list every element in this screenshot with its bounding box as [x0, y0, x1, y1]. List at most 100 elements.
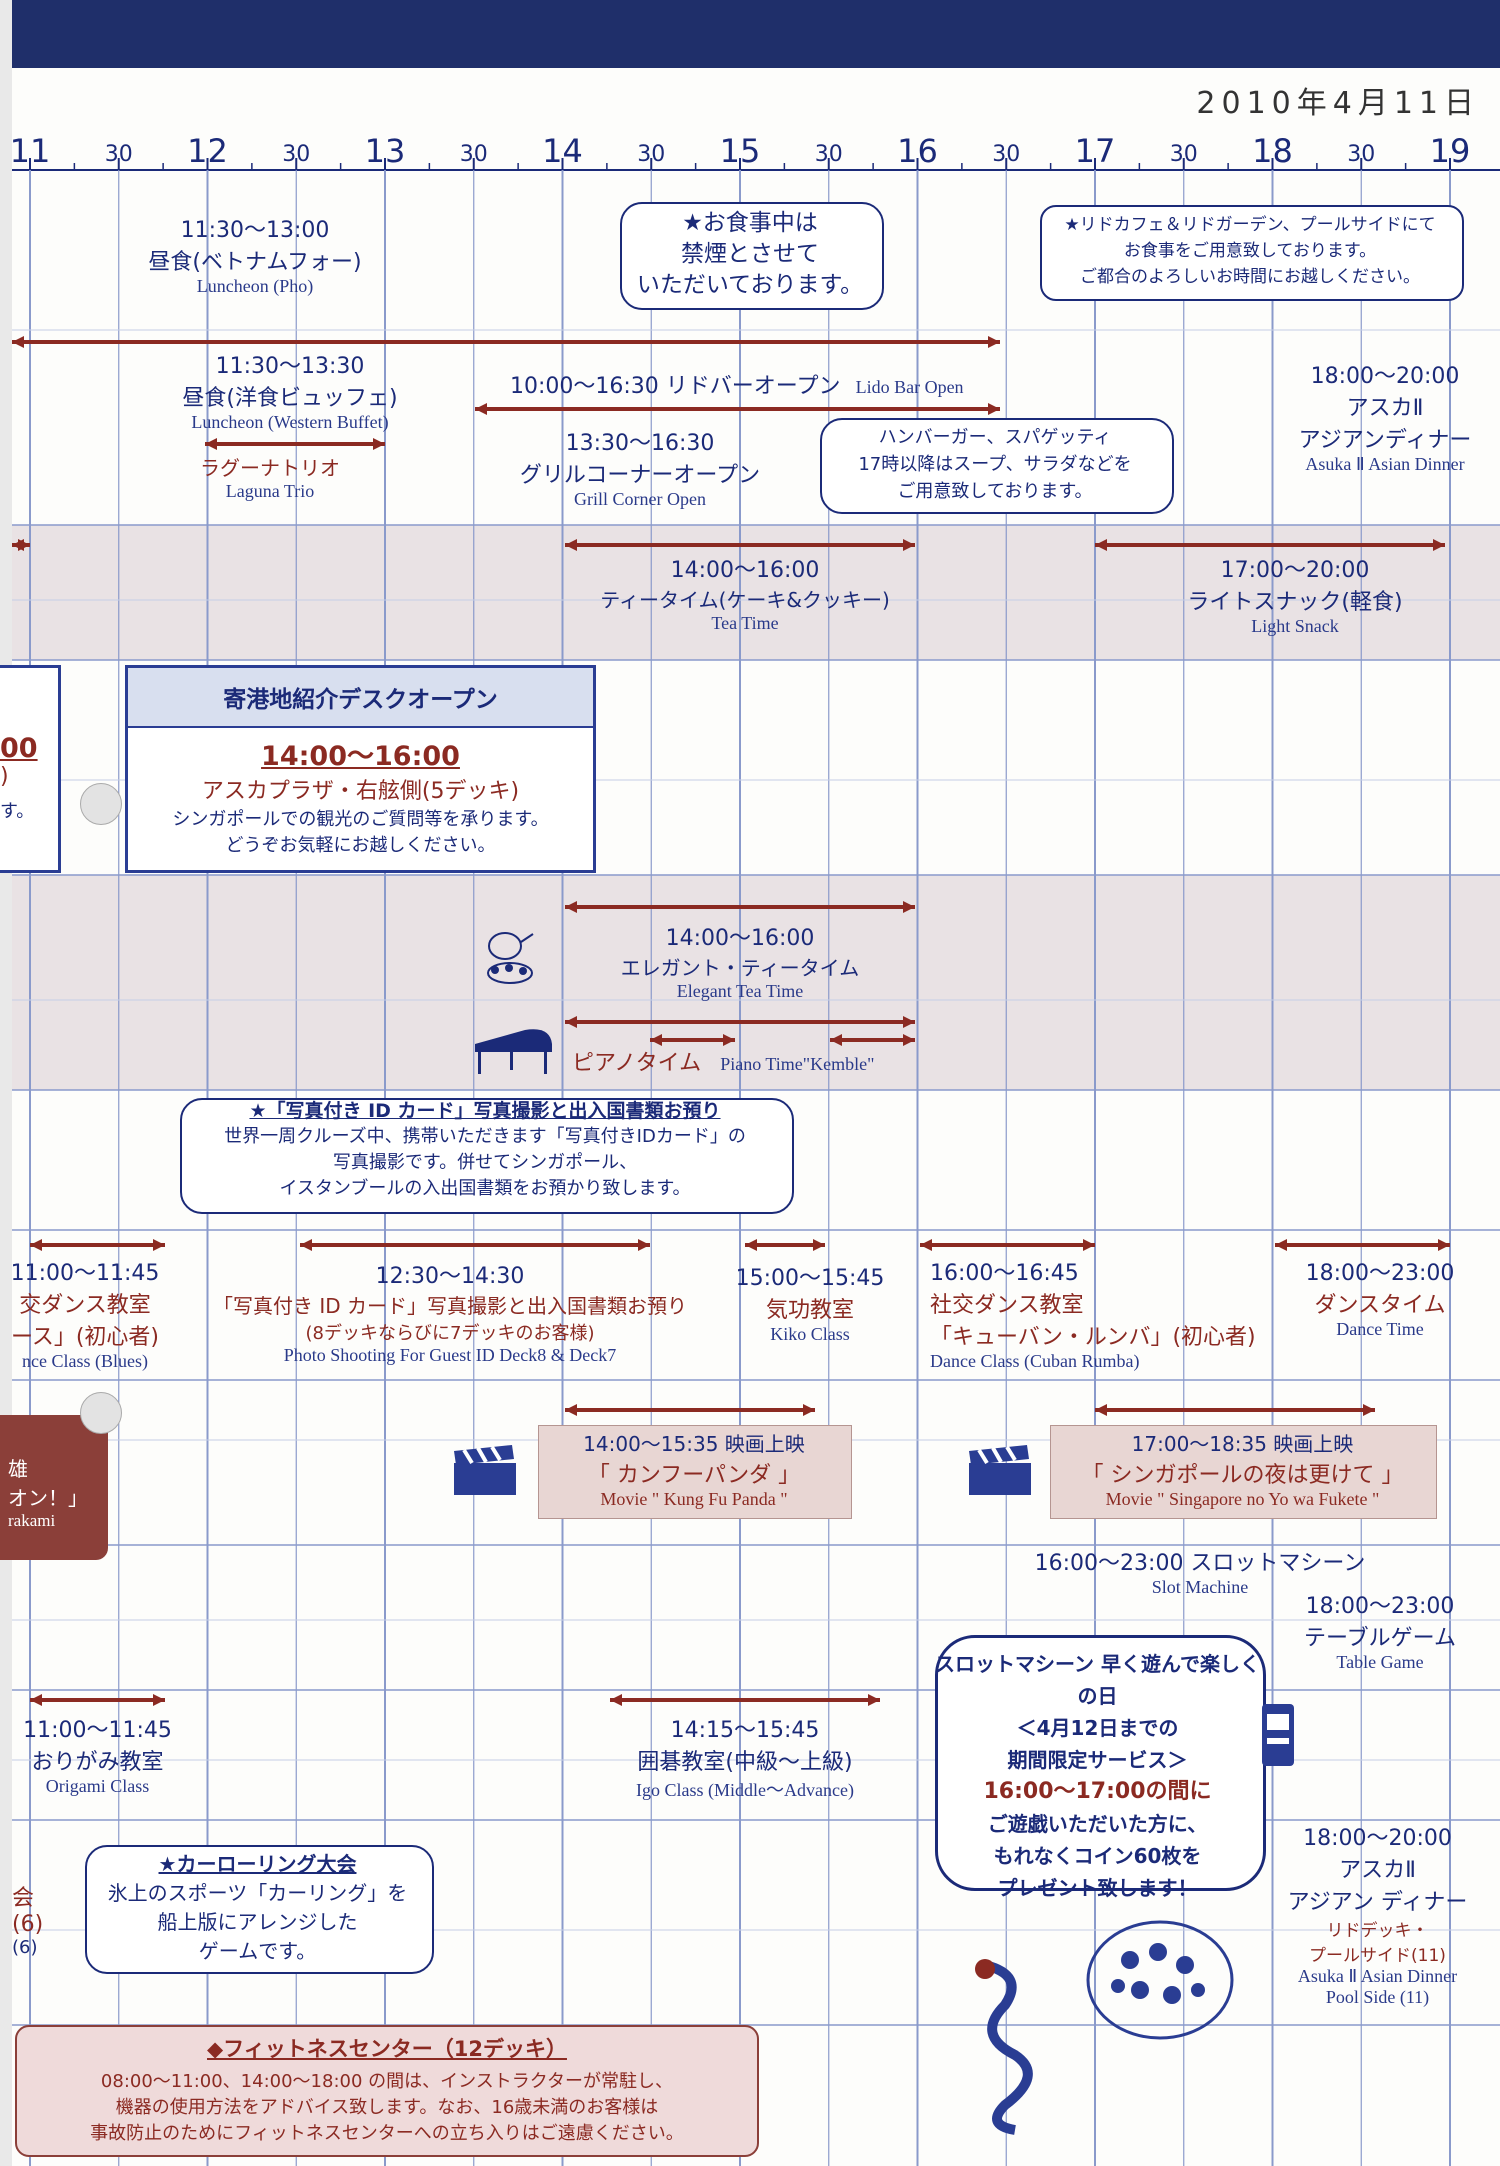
hamburger-l2: 17時以降はスープ、サラダなどを — [858, 454, 1132, 475]
movie2-time: 17:00～18:35 映画上映 — [1131, 1432, 1354, 1456]
igo-en: Igo Class (Middle～Advance) — [636, 1780, 854, 1800]
laguna-en: Laguna Trio — [225, 481, 315, 501]
movie1-en: Movie " Kung Fu Panda " — [600, 1489, 788, 1509]
lido-l1: ★リドカフェ＆リドガーデン、プールサイドにて — [1064, 215, 1436, 235]
idcard-l2: 写真撮影です。併せてシンガポール、 — [332, 1152, 638, 1173]
curling-note-text: ★カーローリング大会 氷上のスポーツ「カーリング」を 船上版にアレンジした ゲー… — [85, 1850, 430, 1966]
promo-head: スロットマシーン 早く遊んで楽しくの日 — [935, 1652, 1260, 1708]
piano-arrow-head — [903, 1016, 915, 1028]
curling-left: 会 (6) (6) — [12, 1880, 52, 1958]
dancetime-time: 18:00～23:00 — [1305, 1261, 1455, 1286]
curling-left2: (6) — [12, 1912, 44, 1937]
dance1-l1: 交ダンス教室 — [19, 1293, 151, 1318]
laguna-arrow-head — [373, 438, 385, 450]
asian-title2: アジアンディナー — [1298, 428, 1472, 453]
tea-block: 14:00～16:00 ティータイム(ケーキ&クッキー) Tea Time — [580, 552, 910, 634]
grill-en: Grill Corner Open — [574, 489, 706, 509]
promo-l3: 16:00～17:00の間に — [983, 1779, 1212, 1804]
tea-en: Tea Time — [711, 613, 779, 633]
grill-arrow-head — [988, 403, 1000, 415]
idcard-note — [180, 1098, 794, 1214]
half-hour-label: 30 — [1347, 142, 1376, 167]
kiko-time: 15:00～15:45 — [735, 1266, 885, 1291]
dance2-l2: 「キューバン・ルンバ」(初心者) — [930, 1325, 1256, 1350]
buffet-en: Luncheon (Western Buffet) — [191, 412, 389, 432]
curling-head: ★カーローリング大会 — [158, 1852, 357, 1876]
table-block: 18:00～23:00 テーブルゲーム Table Game — [1290, 1588, 1470, 1673]
photo-en: Photo Shooting For Guest ID Deck8 & Deck… — [283, 1345, 617, 1365]
hour-label: 16 — [897, 132, 938, 170]
fitness-head: ◆フィットネスセンター（12デッキ） — [207, 2037, 567, 2061]
port-desk-l1: シンガポールでの観光のご質問等を承ります。 — [172, 809, 549, 830]
origami-block: 11:00～11:45 おりがみ教室 Origami Class — [20, 1712, 175, 1797]
snack-time: 17:00～20:00 — [1220, 558, 1370, 583]
slot-title: 16:00～23:00 スロットマシーン — [1034, 1551, 1366, 1576]
curling-l1: 氷上のスポーツ「カーリング」を — [107, 1881, 408, 1905]
kiko-arrow-head — [745, 1239, 757, 1251]
left-desk-time: 00 — [0, 733, 38, 764]
snack-arrow-head — [1095, 539, 1107, 551]
origami-time: 11:00～11:45 — [23, 1718, 172, 1743]
lidobar-arrow-head — [12, 336, 24, 348]
port-desk-header: 寄港地紹介デスクオープン — [128, 668, 593, 728]
dragon-icon — [945, 1955, 1055, 2135]
snack-title: ライトスナック(軽食) — [1187, 590, 1403, 615]
asian2-title: アスカⅡ — [1339, 1858, 1416, 1883]
hour-label: 15 — [719, 132, 761, 170]
grill-time: 13:30～16:30 — [565, 431, 715, 456]
tea-title: ティータイム(ケーキ&クッキー) — [600, 588, 890, 612]
kiko-arrow-head — [813, 1239, 825, 1251]
lidobar-block: 10:00～16:30 リドバーオープン Lido Bar Open — [510, 368, 1030, 400]
half-hour-label: 30 — [814, 142, 843, 167]
hour-label: 14 — [542, 132, 583, 170]
table-title: テーブルゲーム — [1303, 1626, 1457, 1651]
origami-title: おりがみ教室 — [31, 1750, 164, 1775]
dance1-arrow-head — [30, 1239, 42, 1251]
asian-title: アスカⅡ — [1346, 396, 1424, 421]
food-platter-icon — [1080, 1910, 1240, 2050]
dance1-arrow-head — [153, 1239, 165, 1251]
dance2-block: 16:00～16:45 社交ダンス教室 「キューバン・ルンバ」(初心者) Dan… — [930, 1255, 1256, 1372]
slot-promo-text: スロットマシーン 早く遊んで楽しくの日 ＜4月12日までの 期間限定サービス＞ … — [935, 1648, 1260, 1904]
tea-arrow-head — [565, 539, 577, 551]
hamburger-note — [820, 418, 1174, 514]
smoke-note — [620, 202, 884, 310]
asian2-en: Asuka Ⅱ Asian Dinner — [1297, 1966, 1458, 1986]
curling-l2: 船上版にアレンジした — [157, 1910, 358, 1934]
movie1-box — [538, 1425, 852, 1519]
elegant-title: エレガント・ティータイム — [620, 956, 860, 980]
dancetime-arrow-head — [1275, 1239, 1287, 1251]
dance2-time: 16:00～16:45 — [930, 1261, 1079, 1286]
idcard-l3: イスタンブールの入出国書類をお預かり致します。 — [279, 1178, 691, 1199]
hamburger-note-text: ハンバーガー、スパゲッティ 17時以降はスープ、サラダなどを ご用意致しておりま… — [820, 424, 1170, 505]
pho-title: 昼食(ベトナムフォー) — [148, 250, 362, 275]
page-date: 2010年4月11日 — [1196, 86, 1480, 121]
clapperboard-icon — [454, 1445, 516, 1495]
movie1-title: 「 カンフーパンダ 」 — [587, 1463, 801, 1488]
piano-icon — [470, 1022, 555, 1077]
asian2-en2: Pool Side (11) — [1325, 1987, 1430, 2007]
movie2-arrow-head — [1095, 1404, 1107, 1416]
clapperboard-icon — [969, 1445, 1031, 1495]
promo-l6: プレゼント致します！ — [997, 1876, 1198, 1900]
promo-l1: ＜4月12日までの — [1016, 1716, 1179, 1740]
tea-arrow-head — [903, 539, 915, 551]
elegant-arrow-head — [565, 901, 577, 913]
left-desk-end: す。 — [0, 801, 35, 822]
slot-promo — [935, 1635, 1266, 1891]
photo-title: 「写真付き ID カード」写真撮影と出入国書類お預り — [212, 1294, 687, 1318]
dance2-en: Dance Class (Cuban Rumba) — [930, 1351, 1140, 1371]
piano-sub-arrow-2-head — [830, 1034, 842, 1046]
hour-label: 17 — [1074, 132, 1116, 170]
row-shade-2 — [12, 875, 1500, 1090]
igo-arrow-head — [868, 1694, 880, 1706]
elegant-arrow-head — [903, 901, 915, 913]
movie2-en: Movie " Singapore no Yo wa Fukete " — [1105, 1489, 1380, 1509]
igo-block: 14:15～15:45 囲碁教室(中級～上級) Igo Class (Middl… — [605, 1712, 885, 1802]
pho-time: 11:30～13:00 — [180, 218, 330, 243]
dance2-l1: 社交ダンス教室 — [930, 1293, 1084, 1318]
grill-arrow-head — [475, 403, 487, 415]
asian2-sub2: プールサイド(11) — [1309, 1946, 1446, 1966]
binder-hole — [80, 783, 122, 825]
dancetime-title: ダンスタイム — [1314, 1293, 1446, 1318]
